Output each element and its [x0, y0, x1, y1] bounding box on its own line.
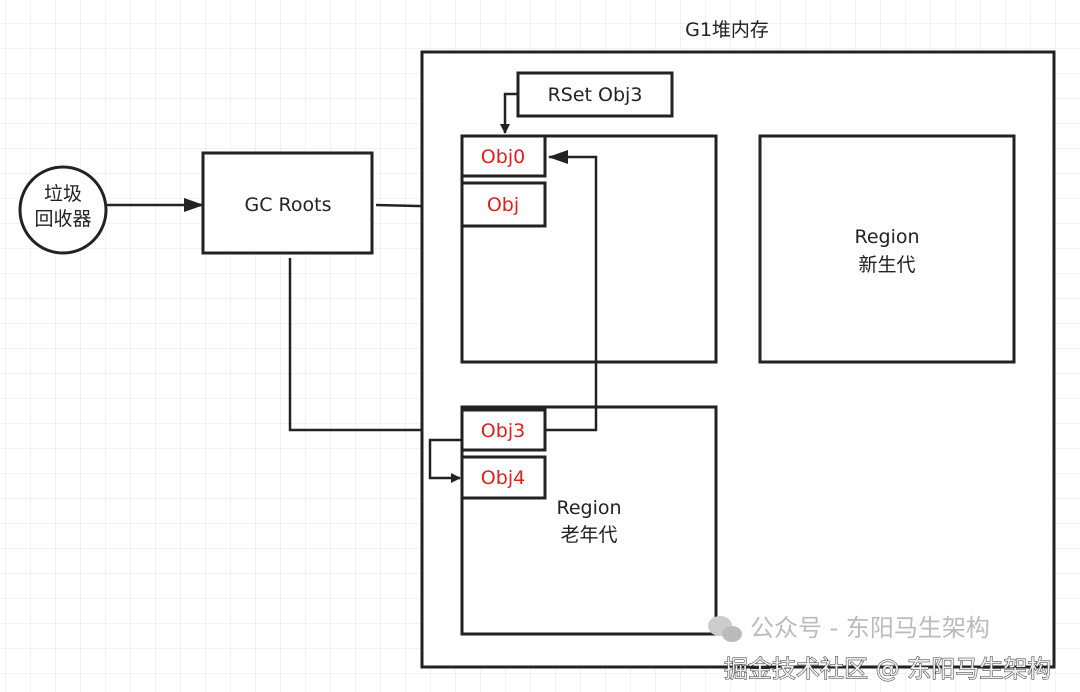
arrow-roots-to-obj3 — [288, 258, 461, 437]
gc-roots-node: GC Roots — [201, 151, 374, 255]
heap-title: G1堆内存 — [685, 19, 769, 41]
region-new-sublabel: 新生代 — [858, 254, 915, 276]
region-old-label: Region — [556, 497, 621, 519]
region-new-generation — [758, 134, 1016, 364]
obj-box — [460, 181, 547, 228]
arrow-rset-to-obj0 — [500, 92, 518, 134]
collector-label-line1: 垃圾 — [44, 183, 82, 205]
obj3-box — [460, 408, 547, 452]
wechat-icon — [708, 616, 742, 642]
obj4-box — [460, 455, 547, 500]
arrow-obj3-to-obj4 — [428, 438, 462, 483]
arrow-obj3-to-obj0 — [545, 150, 598, 432]
garbage-collector-node: 垃圾 回收器 — [18, 165, 108, 255]
region-old-sublabel: 老年代 — [560, 524, 617, 546]
obj-label: Obj — [487, 194, 519, 216]
watermark-line1: 公众号 - 东阳马生架构 — [750, 614, 990, 642]
obj0-label: Obj0 — [481, 146, 525, 168]
rset-label: RSet Obj3 — [548, 84, 643, 106]
watermark-line2: 掘金技术社区 @ 东阳马生架构 — [724, 655, 1051, 683]
obj4-label: Obj4 — [481, 467, 525, 489]
collector-label-line2: 回收器 — [34, 208, 91, 230]
region-new-label: Region — [854, 226, 919, 248]
gc-roots-label: GC Roots — [245, 194, 332, 216]
obj0-box — [460, 134, 547, 178]
rset-box — [516, 71, 674, 118]
obj3-label: Obj3 — [481, 420, 525, 442]
